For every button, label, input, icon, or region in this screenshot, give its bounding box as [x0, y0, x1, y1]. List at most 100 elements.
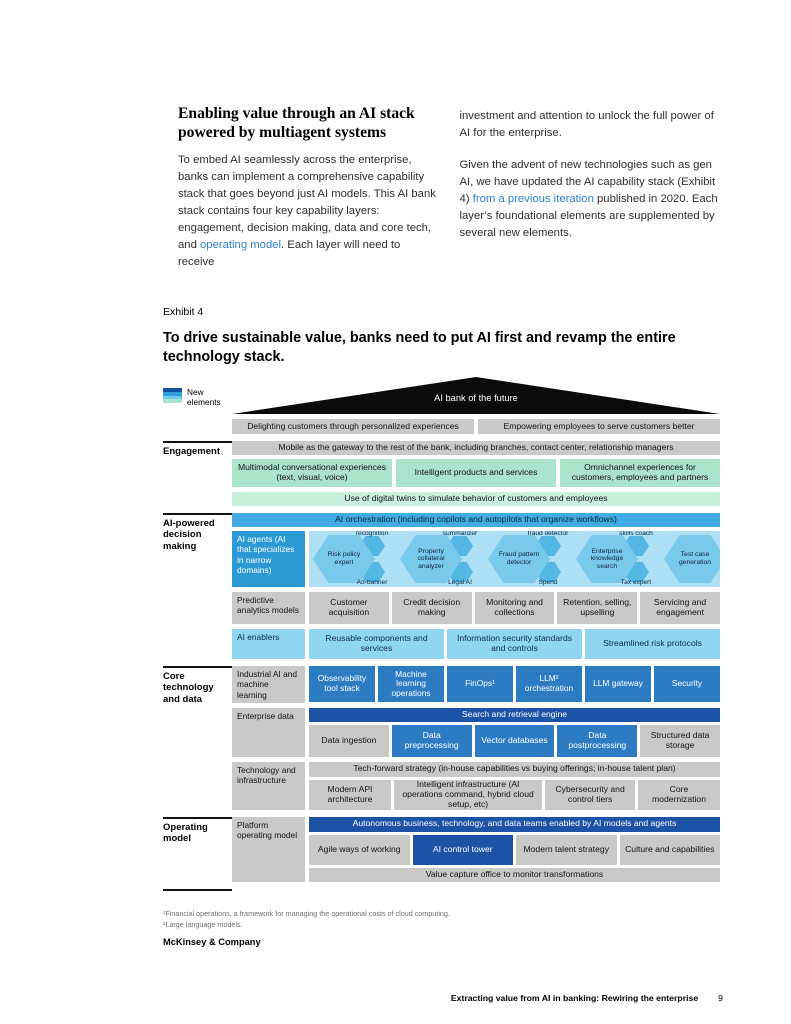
data-box: Structured data storage [640, 724, 720, 757]
operating-box: Modern talent strategy [516, 834, 617, 865]
agent-tag: Legal AI [448, 579, 472, 587]
agent-tag: recognition [355, 531, 389, 537]
value-capture-bar: Value capture office to monitor transfor… [309, 867, 720, 882]
gutter-spacer [163, 419, 232, 434]
intro-right-column: investment and attention to unlock the f… [460, 104, 722, 271]
industrial-ai-row: Industrial AI and machine learning Obser… [232, 666, 720, 703]
enabler-box: Streamlined risk protocols [585, 629, 720, 659]
agent-hexagon: Test case generation [664, 535, 720, 583]
pyramid-row: New elements AI bank of the future [163, 377, 720, 414]
platform-operating-row: Platform operating model Autonomous busi… [232, 816, 720, 882]
intro-right-text-1: Given the advent of new technologies suc… [459, 158, 716, 205]
enterprise-data-label: Enterprise data [232, 707, 305, 757]
intro-right-text-2: published in 2020. Each layer’s foundati… [459, 192, 718, 239]
outcome-box: Empowering employees to serve customers … [478, 419, 720, 434]
section-label-core: Core technology and data [163, 671, 214, 705]
pyramid-label: AI bank of the future [434, 393, 518, 403]
predictive-box: Monitoring and collections [474, 592, 555, 624]
footnote-2: ²Large language models. [163, 920, 243, 930]
operating-box: AI control tower [412, 834, 513, 865]
footnote-1: ¹Financial operations, a framework for m… [163, 909, 450, 918]
tech-forward-bar: Tech-forward strategy (in-house capabili… [309, 761, 720, 777]
agent-tag: skills coach [619, 531, 653, 537]
infra-box: Core modernization [638, 779, 720, 810]
operating-gutter: Operating model [163, 816, 232, 882]
section-label-operating: Operating model [163, 821, 208, 845]
predictive-box: Customer acquisition [309, 592, 389, 624]
exhibit-label: Exhibit 4 [163, 306, 204, 318]
infrastructure-row: Technology and infrastructure Tech-forwa… [232, 761, 720, 810]
agent-tag: Spend [538, 579, 558, 587]
legend: New elements [163, 377, 232, 414]
operating-box: Agile ways of working [309, 834, 410, 865]
predictive-box: Credit decision making [391, 592, 472, 624]
diagram-end-rule [163, 888, 720, 891]
intro-right-paragraph-2: Given the advent of new technologies suc… [460, 157, 722, 242]
new-elements-legend-icon [163, 388, 182, 403]
ai-agents-row: AI agents (AI that specializes in narrow… [232, 531, 720, 587]
intro-left-paragraph: To embed AI seamlessly across the enterp… [178, 152, 440, 271]
previous-iteration-link[interactable]: from a previous iteration [472, 192, 594, 205]
platform-operating-label: Platform operating model [232, 816, 305, 882]
agent-tag: Ad-banner [356, 579, 388, 587]
outcomes-row: Delighting customers through personalize… [163, 419, 720, 434]
section-engagement: Engagement Mobile as the gateway to the … [163, 441, 720, 506]
section-decision-making: AI-powered decision making AI orchestrat… [163, 513, 720, 659]
agent-tag: summarizer [442, 531, 478, 537]
intro-left-text-2: . Each layer will need to receive [178, 238, 401, 268]
enterprise-data-row: Enterprise data Search and retrieval eng… [232, 707, 720, 757]
green-box-multimodal: Multimodal conversational experiences (t… [232, 459, 392, 487]
agent-tag: fraud detector [527, 531, 569, 537]
mckinsey-brand: McKinsey & Company [163, 937, 261, 947]
operating-model-link[interactable]: operating model [200, 238, 282, 251]
footer-page-number: 9 [718, 993, 723, 1003]
predictive-analytics-label: Predictive analytics models [232, 592, 305, 624]
end-rule-line [163, 888, 232, 891]
green-box-omnichannel: Omnichannel experiences for customers, e… [560, 459, 720, 487]
infra-box: Intelligent infrastructure (AI operation… [394, 779, 543, 810]
predictive-box: Retention, selling, upselling [557, 592, 638, 624]
enabler-box: Information security standards and contr… [447, 629, 582, 659]
section-label-decision: AI-powered decision making [163, 518, 215, 552]
ai-agents-label: AI agents (AI that specializes in narrow… [232, 531, 305, 587]
predictive-box: Servicing and engagement [640, 592, 720, 624]
industrial-box: FinOps¹ [447, 666, 513, 702]
industrial-box: LLM gateway [585, 666, 651, 702]
industrial-box: Machine learning operations [378, 666, 444, 702]
page-footer: Extracting value from AI in banking: Rew… [163, 993, 723, 1003]
footnotes: ¹Financial operations, a framework for m… [163, 908, 450, 930]
intro-left-column: Enabling value through an AI stack power… [178, 104, 440, 271]
section-core-technology: Core technology and data Industrial AI a… [163, 666, 720, 810]
data-box: Data postprocessing [557, 724, 638, 757]
exhibit-title: To drive sustainable value, banks need t… [163, 330, 676, 365]
intro-right-paragraph-1: investment and attention to unlock the f… [459, 110, 714, 139]
infra-box: Modern API architecture [309, 779, 391, 810]
intro-section: Enabling value through an AI stack power… [178, 104, 721, 271]
section-heading: Enabling value through an AI stack power… [178, 105, 415, 142]
data-box: Data preprocessing [391, 724, 472, 757]
agent-tag: Tax expert [620, 579, 652, 587]
decision-gutter: AI-powered decision making [163, 513, 232, 659]
section-operating-model: Operating model Platform operating model… [163, 816, 720, 882]
digital-twins-bar: Use of digital twins to simulate behavio… [232, 492, 720, 506]
agent-hexagon: Property collateral analyzer [400, 535, 462, 583]
data-box: Data ingestion [309, 724, 389, 757]
infra-box: Cybersecurity and control tiers [545, 779, 635, 810]
section-label-engagement: Engagement [163, 446, 221, 457]
industrial-ai-label: Industrial AI and machine learning [232, 666, 305, 703]
ai-orchestration-bar: AI orchestration (including copilots and… [232, 513, 720, 527]
exhibit-diagram: New elements AI bank of the future Delig… [163, 377, 720, 891]
enabler-box: Reusable components and services [309, 629, 444, 659]
operating-box: Culture and capabilities [619, 834, 720, 865]
data-box: Vector databases [474, 724, 555, 757]
ai-enablers-label: AI enablers [232, 629, 305, 659]
ai-agents-hex-panel: Risk policy expert Property collateral a… [309, 531, 720, 587]
infrastructure-label: Technology and infrastructure [232, 761, 305, 810]
mobile-gateway-bar: Mobile as the gateway to the rest of the… [232, 441, 720, 455]
industrial-box: LLM² orchestration [516, 666, 582, 702]
agent-hexagon: Risk policy expert [313, 535, 375, 583]
industrial-box: Security [654, 666, 720, 702]
engagement-gutter: Engagement [163, 441, 232, 506]
legend-label: New elements [187, 387, 221, 407]
industrial-box: Observability tool stack [309, 666, 375, 702]
